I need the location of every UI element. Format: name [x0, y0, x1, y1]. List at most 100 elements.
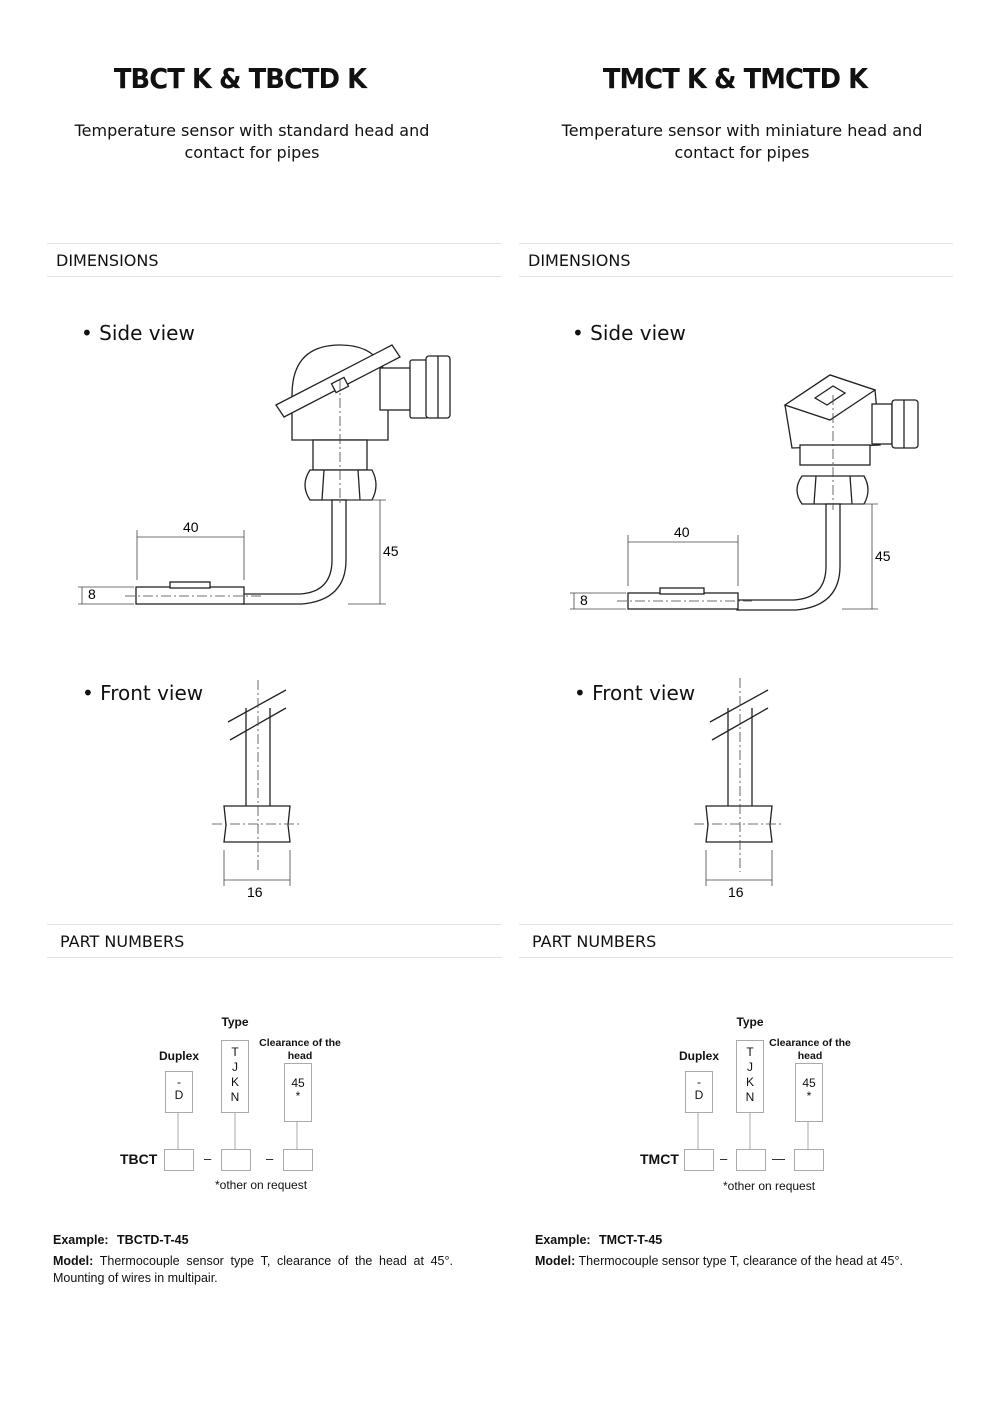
cable-gland-nut	[891, 399, 919, 449]
pn-duplex-label: Duplex	[678, 1049, 719, 1063]
model-label: Model:	[53, 1254, 94, 1268]
pn-clearance-option: 45	[802, 1076, 816, 1090]
left-example: Example: TBCTD-T-45	[53, 1231, 189, 1249]
right-dim-width: 16	[728, 884, 744, 900]
pn-slot-duplex	[164, 1149, 194, 1171]
left-subtitle-line1: Temperature sensor with standard head an…	[74, 121, 430, 140]
left-part-numbers-section: PART NUMBERS	[47, 924, 502, 958]
left-dimensions-heading: DIMENSIONS	[56, 251, 159, 270]
pn-duplex-options: - D	[165, 1071, 193, 1113]
pn-type-option: K	[230, 1075, 239, 1089]
hex-nut	[796, 475, 869, 505]
example-value: TBCTD-T-45	[117, 1233, 189, 1247]
mini-head-base	[799, 444, 871, 466]
pn-slot-clearance	[794, 1149, 824, 1171]
cable-gland-body	[379, 367, 413, 411]
pn-separator: —	[772, 1151, 785, 1166]
pn-type-option: N	[230, 1090, 240, 1104]
pn-prefix: TMCT	[640, 1151, 679, 1167]
left-part-number-diagram: Type Duplex Clearance of the head - D T …	[100, 1010, 400, 1200]
pn-clearance-option: *	[295, 1089, 301, 1103]
right-part-number-diagram: Type Duplex Clearance of the head - D T …	[620, 1010, 920, 1200]
pn-type-option: J	[747, 1060, 753, 1074]
right-side-view-label: • Side view	[572, 321, 686, 345]
right-front-view-label: • Front view	[574, 681, 696, 705]
left-dim-thickness: 8	[88, 586, 96, 602]
pn-separator: –	[204, 1151, 212, 1166]
pn-type-option: T	[746, 1045, 754, 1059]
pn-connector-lines	[177, 1109, 298, 1149]
example-value: TMCT-T-45	[599, 1233, 663, 1247]
left-product-title: TBCT K & TBCTD K	[113, 62, 367, 95]
model-text: Thermocouple sensor type T, clearance of…	[578, 1254, 903, 1268]
pn-clearance-options: 45 *	[795, 1063, 823, 1122]
contact-block	[135, 586, 245, 605]
hex-nut	[304, 469, 377, 501]
pn-duplex-option: D	[174, 1088, 184, 1102]
left-front-view-label: • Front view	[82, 681, 204, 705]
right-product-title: TMCT K & TMCTD K	[602, 62, 868, 95]
pn-type-options: T J K N	[736, 1040, 764, 1113]
right-dimensions-heading: DIMENSIONS	[528, 251, 631, 270]
pn-clearance-options: 45 *	[284, 1063, 312, 1122]
pn-separator: –	[720, 1151, 728, 1166]
pn-prefix: TBCT	[120, 1151, 158, 1167]
pn-clearance-label: Clearance of the head	[258, 1037, 342, 1063]
left-dim-length: 40	[183, 519, 199, 535]
model-text: Thermocouple sensor type T, clearance of…	[53, 1254, 453, 1285]
pn-type-option: J	[232, 1060, 238, 1074]
sensor-pipe	[241, 499, 347, 605]
pn-duplex-option: -	[697, 1075, 701, 1089]
right-subtitle-line1: Temperature sensor with miniature head a…	[561, 121, 923, 140]
right-side-view-drawing: 40 45 8 16	[570, 374, 919, 900]
cable-gland-nut	[409, 359, 429, 419]
left-side-view-label: • Side view	[81, 321, 195, 345]
pn-clearance-line1: Clearance of the	[259, 1037, 341, 1049]
left-side-view-drawing: 40 45 8 16	[78, 344, 451, 900]
right-dim-length: 40	[674, 524, 690, 540]
pn-type-option: N	[745, 1090, 755, 1104]
pn-clearance-line1: Clearance of the	[769, 1037, 851, 1049]
pn-clearance-option: *	[806, 1089, 812, 1103]
pn-slot-clearance	[283, 1149, 313, 1171]
left-model-description: Model: Thermocouple sensor type T, clear…	[53, 1253, 453, 1287]
pn-type-label: Type	[736, 1015, 764, 1029]
right-part-numbers-section: PART NUMBERS	[519, 924, 953, 958]
pn-note: *other on request	[215, 1178, 308, 1192]
left-dimensions-section: DIMENSIONS	[47, 243, 502, 277]
right-dim-height: 45	[875, 548, 891, 564]
left-product-subtitle: Temperature sensor with standard head an…	[27, 120, 477, 164]
sensor-pipe	[736, 503, 841, 611]
model-label: Model:	[535, 1254, 576, 1268]
pn-duplex-option: -	[177, 1075, 181, 1089]
example-label: Example:	[535, 1233, 591, 1247]
pn-type-option: K	[745, 1075, 754, 1089]
pn-type-option: T	[231, 1045, 239, 1059]
example-label: Example:	[53, 1233, 109, 1247]
pn-duplex-option: D	[694, 1088, 704, 1102]
right-dim-thickness: 8	[580, 592, 588, 608]
right-subtitle-line2: contact for pipes	[674, 143, 810, 162]
right-product-subtitle: Temperature sensor with miniature head a…	[517, 120, 967, 164]
pn-duplex-label: Duplex	[158, 1049, 199, 1063]
left-dim-height: 45	[383, 543, 399, 559]
pn-clearance-line2: head	[797, 1050, 823, 1062]
pn-slot-type	[221, 1149, 251, 1171]
pn-clearance-line2: head	[287, 1050, 313, 1062]
right-part-numbers-heading: PART NUMBERS	[532, 932, 657, 951]
right-model-description: Model: Thermocouple sensor type T, clear…	[535, 1253, 935, 1270]
pn-note: *other on request	[723, 1179, 816, 1193]
pn-type-label: Type	[221, 1015, 249, 1029]
pn-clearance-label: Clearance of the head	[768, 1037, 852, 1063]
pn-slot-duplex	[684, 1149, 714, 1171]
left-part-numbers-heading: PART NUMBERS	[60, 932, 185, 951]
pn-separator: –	[266, 1151, 274, 1166]
right-dimensions-section: DIMENSIONS	[519, 243, 953, 277]
pn-clearance-option: 45	[291, 1076, 305, 1090]
pn-duplex-options: - D	[685, 1071, 713, 1113]
pn-slot-type	[736, 1149, 766, 1171]
cable-gland-body	[871, 403, 893, 445]
left-subtitle-line2: contact for pipes	[184, 143, 320, 162]
pn-type-options: T J K N	[221, 1040, 249, 1113]
left-dim-width: 16	[247, 884, 263, 900]
